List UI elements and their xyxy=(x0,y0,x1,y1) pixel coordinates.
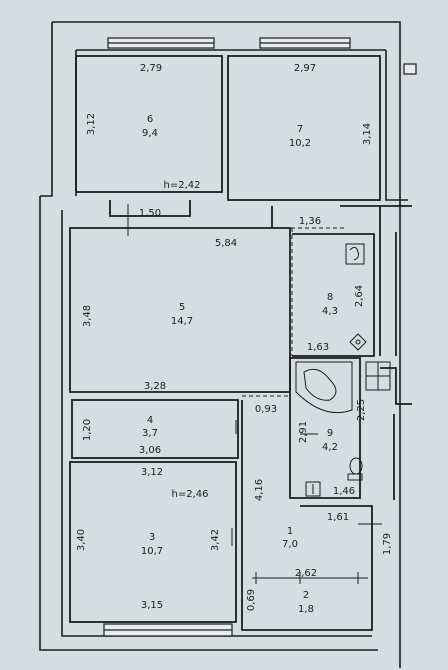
room-5-depth: 3,48 xyxy=(82,305,93,327)
room-8-area: 4,3 xyxy=(322,306,338,317)
room-9-number: 9 xyxy=(327,428,333,439)
room-2-width: 2,62 xyxy=(295,568,317,579)
room-8-width: 1,63 xyxy=(307,342,329,353)
room-3-area: 10,7 xyxy=(141,546,163,557)
room-3-width-top: 3,12 xyxy=(141,467,163,478)
room-7-number: 7 xyxy=(297,124,303,135)
room-8-number: 8 xyxy=(327,292,333,303)
room-7-width: 2,97 xyxy=(294,63,316,74)
room-1-outline xyxy=(241,400,373,631)
room-1-number: 1 xyxy=(287,526,293,537)
sink-icon xyxy=(349,333,367,351)
room-4-number: 4 xyxy=(147,415,153,426)
room-7-depth: 3,14 xyxy=(362,123,373,145)
room-7-outline xyxy=(227,55,381,201)
room-1-width: 1,61 xyxy=(327,512,349,523)
room-3-outline xyxy=(69,461,237,623)
room-3-number: 3 xyxy=(149,532,155,543)
room-1-depth-left: 4,16 xyxy=(254,479,265,501)
room-4-area: 3,7 xyxy=(142,428,158,439)
height-upper: h=2,42 xyxy=(164,180,201,191)
room-6-depth: 3,12 xyxy=(86,113,97,135)
windows xyxy=(103,37,417,637)
room-9-area: 4,2 xyxy=(322,442,338,453)
room-9-depth-right: 2,25 xyxy=(356,399,367,421)
room-3-width-bottom: 3,15 xyxy=(141,600,163,611)
room-6-area: 9,4 xyxy=(142,128,158,139)
bathtub-icon xyxy=(295,361,353,414)
height-lower: h=2,46 xyxy=(172,489,209,500)
room-6-number: 6 xyxy=(147,114,153,125)
room-9-outline xyxy=(289,357,361,499)
room-4-depth: 1,20 xyxy=(82,419,93,441)
room-1-area: 7,0 xyxy=(282,539,298,550)
window-right xyxy=(403,63,417,75)
room-3-depth-right: 3,42 xyxy=(210,529,221,551)
fixtures xyxy=(295,243,391,497)
room-8-depth: 2,64 xyxy=(354,285,365,307)
room-6-width: 2,79 xyxy=(140,63,162,74)
room-5-width-top: 5,84 xyxy=(215,238,237,249)
room-1-depth-right: 1,79 xyxy=(382,533,393,555)
room-3-depth-left: 3,40 xyxy=(76,529,87,551)
heater-icon xyxy=(305,481,321,497)
room-5-width-bottom: 3,28 xyxy=(144,381,166,392)
room-9-width: 1,46 xyxy=(333,486,355,497)
dashed-boundaries xyxy=(228,227,346,397)
partitions xyxy=(69,55,412,631)
room-6-outline xyxy=(75,55,223,193)
corridor-dim-2: 1,36 xyxy=(299,216,321,227)
room-2-number: 2 xyxy=(303,590,309,601)
room-4-width: 3,06 xyxy=(139,445,161,456)
dimension-lines xyxy=(127,204,382,584)
outer-walls xyxy=(39,21,408,668)
room-9-depth-left: 2,91 xyxy=(298,421,309,443)
doorway-dim: 0,93 xyxy=(255,404,277,415)
room-5-area: 14,7 xyxy=(171,316,193,327)
corridor-dim-1: 1,50 xyxy=(139,208,161,219)
room-7-area: 10,2 xyxy=(289,138,311,149)
room-8-outline xyxy=(292,233,375,357)
room-2-depth: 0,69 xyxy=(246,589,257,611)
stove-icon xyxy=(345,243,365,265)
room-2-area: 1,8 xyxy=(298,604,314,615)
room-5-number: 5 xyxy=(179,302,185,313)
room-4-outline xyxy=(71,399,239,459)
